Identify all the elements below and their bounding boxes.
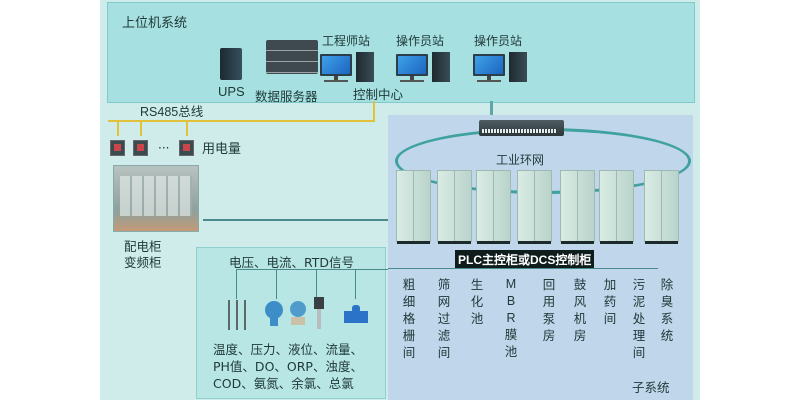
engineer-station-label: 工程师站 bbox=[322, 34, 371, 48]
signal-bus bbox=[236, 269, 388, 270]
bus-drop bbox=[186, 121, 188, 136]
subsystem-mesh-filter: 筛网过滤间 bbox=[437, 277, 451, 360]
network-switch-icon bbox=[479, 120, 564, 136]
subsystem-deodorization: 除臭系统 bbox=[660, 277, 674, 343]
power-meter-icon bbox=[110, 140, 125, 156]
subsystem-reuse-pump-room: 回用泵房 bbox=[542, 277, 556, 343]
switchgear-label: 配电柜 bbox=[124, 239, 162, 254]
operator-station-label-1: 操作员站 bbox=[396, 34, 445, 48]
ups-label: UPS bbox=[218, 84, 245, 99]
signal-drop bbox=[276, 269, 277, 299]
plc-cabinet-icon bbox=[517, 170, 552, 244]
subsystem-sludge-treatment: 污泥处理间 bbox=[632, 277, 646, 360]
plc-cabinet-icon bbox=[476, 170, 511, 244]
subsystem-biochemical-tank: 生化池 bbox=[470, 277, 484, 326]
plc-dcs-label: PLC主控柜或DCS控制柜 bbox=[455, 250, 595, 269]
sensor-list-line-3: COD、氨氮、余氯、总氯 bbox=[213, 376, 354, 391]
signal-label: 电压、电流、RTD信号 bbox=[229, 255, 355, 270]
server-icon bbox=[266, 40, 318, 74]
signal-drop bbox=[236, 269, 237, 299]
meter-ellipsis: ··· bbox=[158, 141, 170, 155]
operator-workstation-icon bbox=[473, 50, 529, 86]
flow-meter-icon bbox=[344, 305, 368, 323]
power-meter-icon bbox=[179, 140, 194, 156]
vfd-cabinet-label: 变频柜 bbox=[124, 255, 162, 270]
signal-drop bbox=[316, 269, 317, 299]
sensor-list-line-2: PH值、DO、ORP、浊度、 bbox=[213, 359, 363, 374]
plc-cabinet-icon bbox=[437, 170, 472, 244]
plc-cabinet-icon bbox=[560, 170, 595, 244]
upper-system-panel bbox=[107, 2, 695, 103]
bus-connector bbox=[373, 101, 375, 122]
plc-cabinet-icon bbox=[396, 170, 431, 244]
temperature-probe-icon bbox=[228, 300, 246, 330]
control-center-label: 控制中心 bbox=[353, 87, 404, 102]
signal-drop bbox=[355, 269, 356, 299]
plc-cabinet-icon bbox=[644, 170, 679, 244]
switchgear-image bbox=[113, 165, 199, 232]
power-meter-icon bbox=[133, 140, 148, 156]
bus-drop bbox=[117, 121, 119, 136]
engineer-workstation-icon bbox=[320, 50, 376, 86]
rs485-bus-label: RS485总线 bbox=[140, 105, 204, 119]
network-uplink bbox=[490, 101, 493, 119]
subsystem-coarse-fine-screen: 粗细格栅间 bbox=[402, 277, 416, 360]
ups-icon bbox=[220, 48, 242, 80]
upper-system-title: 上位机系统 bbox=[122, 16, 188, 31]
bus-drop bbox=[140, 121, 142, 136]
subsystem-blower-room: 鼓风机房 bbox=[573, 277, 587, 343]
operator-station-label-2: 操作员站 bbox=[474, 34, 523, 48]
operator-workstation-icon bbox=[396, 50, 452, 86]
sensor-list-line-1: 温度、压力、液位、流量、 bbox=[213, 342, 364, 357]
plc-cabinet-icon bbox=[599, 170, 634, 244]
subsystem-bus bbox=[388, 268, 658, 269]
subsystem-dosing-room: 加药间 bbox=[603, 277, 617, 326]
ring-network-label: 工业环网 bbox=[496, 153, 545, 167]
level-sensor-icon bbox=[314, 297, 324, 329]
switchgear-link bbox=[203, 219, 390, 221]
server-label: 数据服务器 bbox=[255, 89, 318, 104]
subsystem-label: 子系统 bbox=[632, 380, 670, 395]
pressure-transmitter-icon bbox=[265, 301, 306, 326]
power-usage-label: 用电量 bbox=[202, 142, 242, 157]
rs485-bus-line bbox=[108, 120, 375, 122]
